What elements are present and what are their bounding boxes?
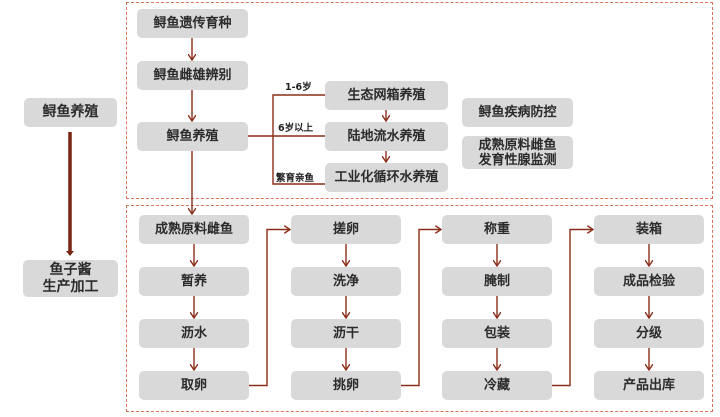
processing-step: 冷藏	[442, 371, 552, 400]
method-net-cage: 生态网箱养殖	[325, 81, 448, 110]
column-transition-arrow	[401, 230, 441, 387]
step-sturgeon-farming: 鲟鱼养殖	[137, 122, 248, 151]
branch-label-age-1-6: 1-6岁	[285, 82, 312, 93]
stage-sturgeon-farming: 鲟鱼养殖	[24, 98, 117, 127]
processing-step: 成品检验	[594, 267, 704, 296]
branch-bracket	[272, 94, 325, 185]
branch-label-age-6-plus: 6岁以上	[278, 123, 314, 134]
stage-caviar-processing: 鱼子酱 生产加工	[23, 260, 118, 297]
processing-step: 暂养	[139, 267, 249, 296]
step-sex-identification: 鲟鱼雌雄辨别	[137, 61, 248, 90]
column-transition-arrow	[249, 230, 290, 387]
processing-step: 包装	[442, 319, 552, 348]
processing-step: 洗净	[291, 267, 401, 296]
farming-group-frame	[126, 2, 713, 199]
branch-label-broodstock: 繁育亲鱼	[276, 173, 315, 184]
processing-step: 沥水	[139, 319, 249, 348]
processing-step: 分级	[594, 319, 704, 348]
processing-step: 成熟原料雌鱼	[139, 215, 249, 244]
method-land-flowing-water: 陆地流水养殖	[325, 122, 448, 151]
processing-step: 取卵	[139, 371, 249, 400]
task-gonad-monitoring: 成熟原料雌鱼 发育性腺监测	[462, 136, 573, 169]
processing-group-frame	[126, 205, 713, 412]
column-transition-arrow	[552, 230, 593, 387]
task-disease-control: 鲟鱼疾病防控	[462, 98, 573, 127]
processing-step: 腌制	[442, 267, 552, 296]
stage-arrow-head	[66, 251, 74, 256]
processing-step: 搓卵	[291, 215, 401, 244]
method-industrial-recirculating: 工业化循环水养殖	[325, 163, 448, 192]
processing-step: 产品出库	[594, 371, 704, 400]
processing-step: 沥干	[291, 319, 401, 348]
processing-step: 挑卵	[291, 371, 401, 400]
processing-step: 装箱	[594, 215, 704, 244]
processing-connectors	[194, 230, 649, 387]
step-genetic-breeding: 鲟鱼遗传育种	[137, 9, 248, 38]
processing-step: 称重	[442, 215, 552, 244]
